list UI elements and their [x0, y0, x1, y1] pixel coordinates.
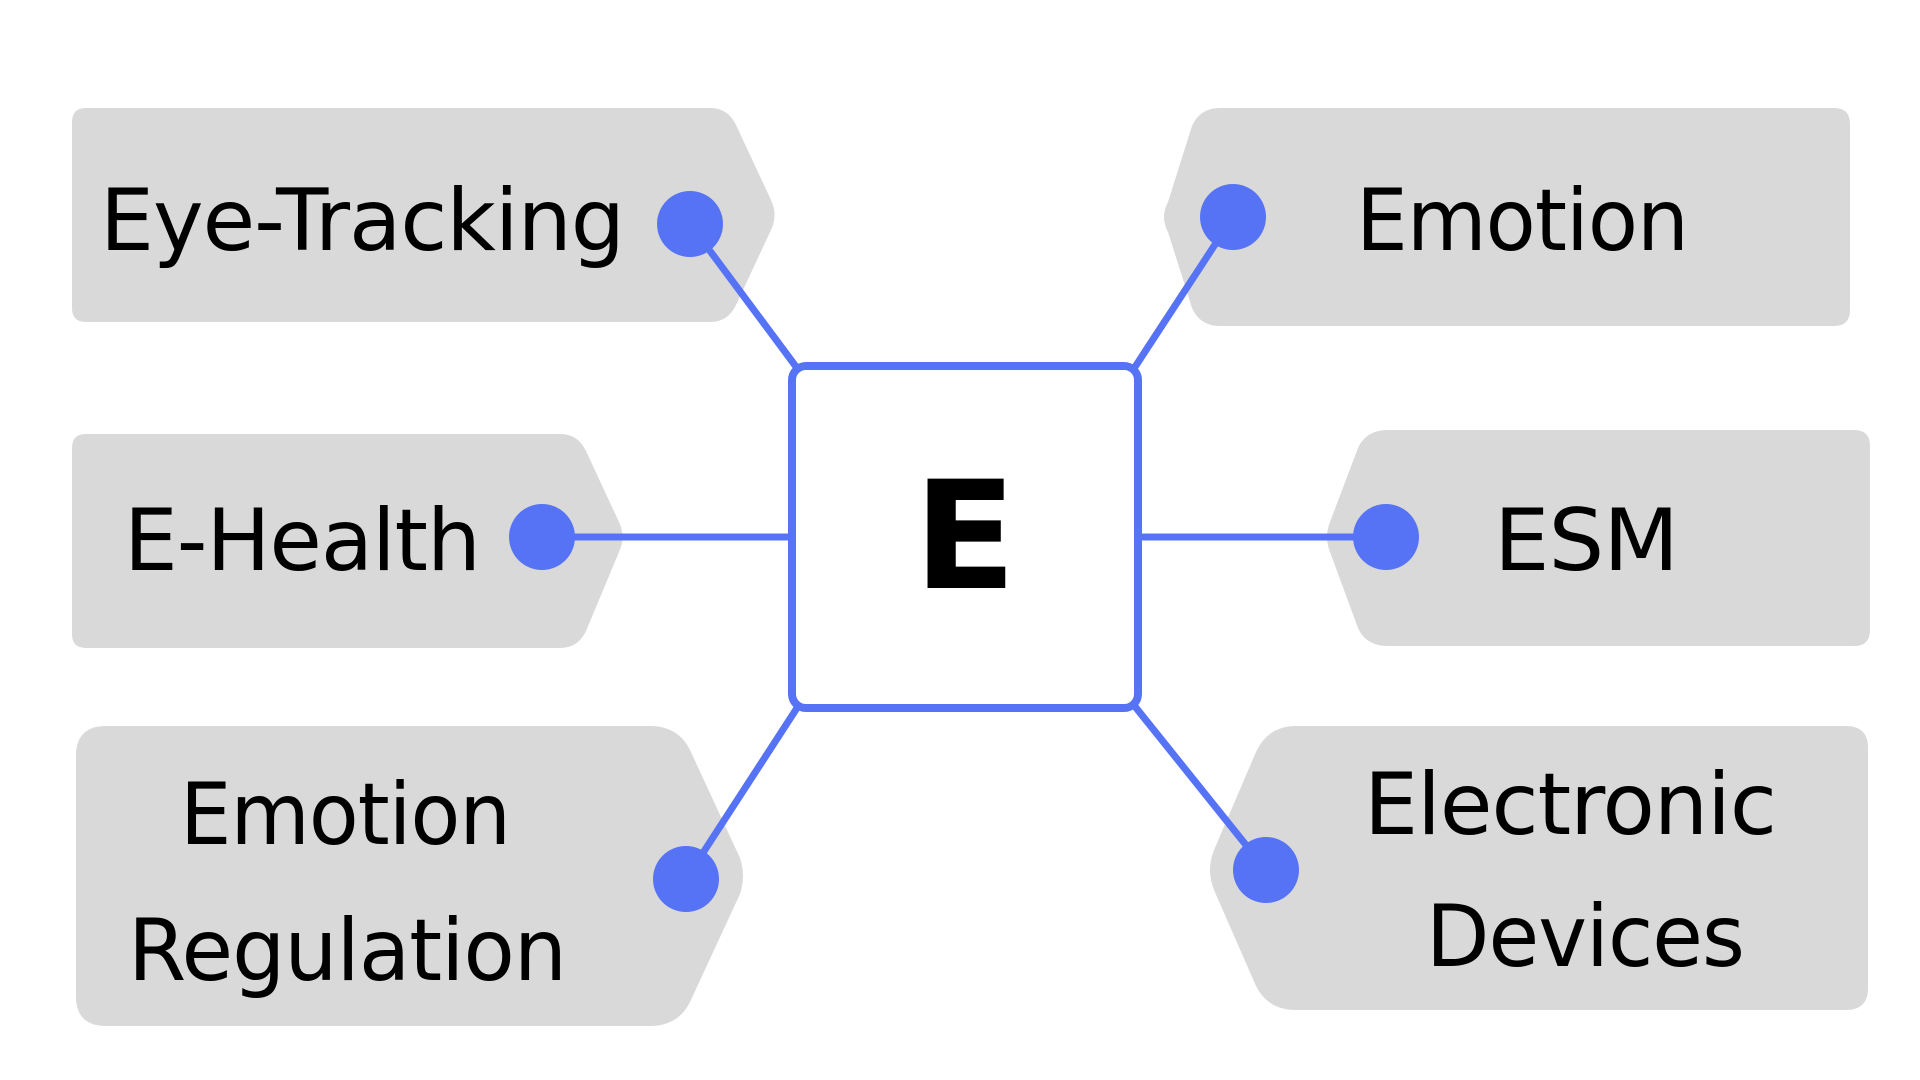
node-esm-tag	[1327, 430, 1870, 646]
node-electronic-devices-label-line-1: Electronic	[1364, 755, 1776, 855]
connector-dot-electronic-devices	[1233, 837, 1299, 903]
connector-dot-esm	[1353, 504, 1419, 570]
node-e-health-label: E-Health	[124, 491, 480, 591]
connector-dot-eye-tracking	[657, 191, 723, 257]
connector-electronic-devices	[1129, 700, 1270, 874]
node-emotion-regulation-label-line-2: Regulation	[128, 901, 566, 1001]
node-emotion-regulation-tag	[76, 726, 743, 1026]
node-emotion-tag	[1164, 108, 1850, 326]
node-electronic-devices-tag	[1210, 726, 1868, 1010]
node-eye-tracking-label: Eye-Tracking	[100, 171, 624, 271]
center-letter: E	[914, 450, 1016, 624]
connector-dot-emotion-regulation	[653, 846, 719, 912]
node-esm-label: ESM	[1494, 491, 1678, 591]
node-eye-tracking-tag	[72, 108, 775, 322]
center-node	[788, 362, 1142, 712]
node-e-health-tag	[72, 434, 623, 648]
connector-emotion-regulation	[682, 704, 801, 883]
node-electronic-devices-label-line-2: Devices	[1426, 887, 1744, 987]
connector-dot-emotion	[1200, 184, 1266, 250]
connector-dot-e-health	[509, 504, 575, 570]
node-emotion-label: Emotion	[1356, 171, 1688, 271]
node-emotion-regulation-label-line-1: Emotion	[180, 765, 510, 865]
